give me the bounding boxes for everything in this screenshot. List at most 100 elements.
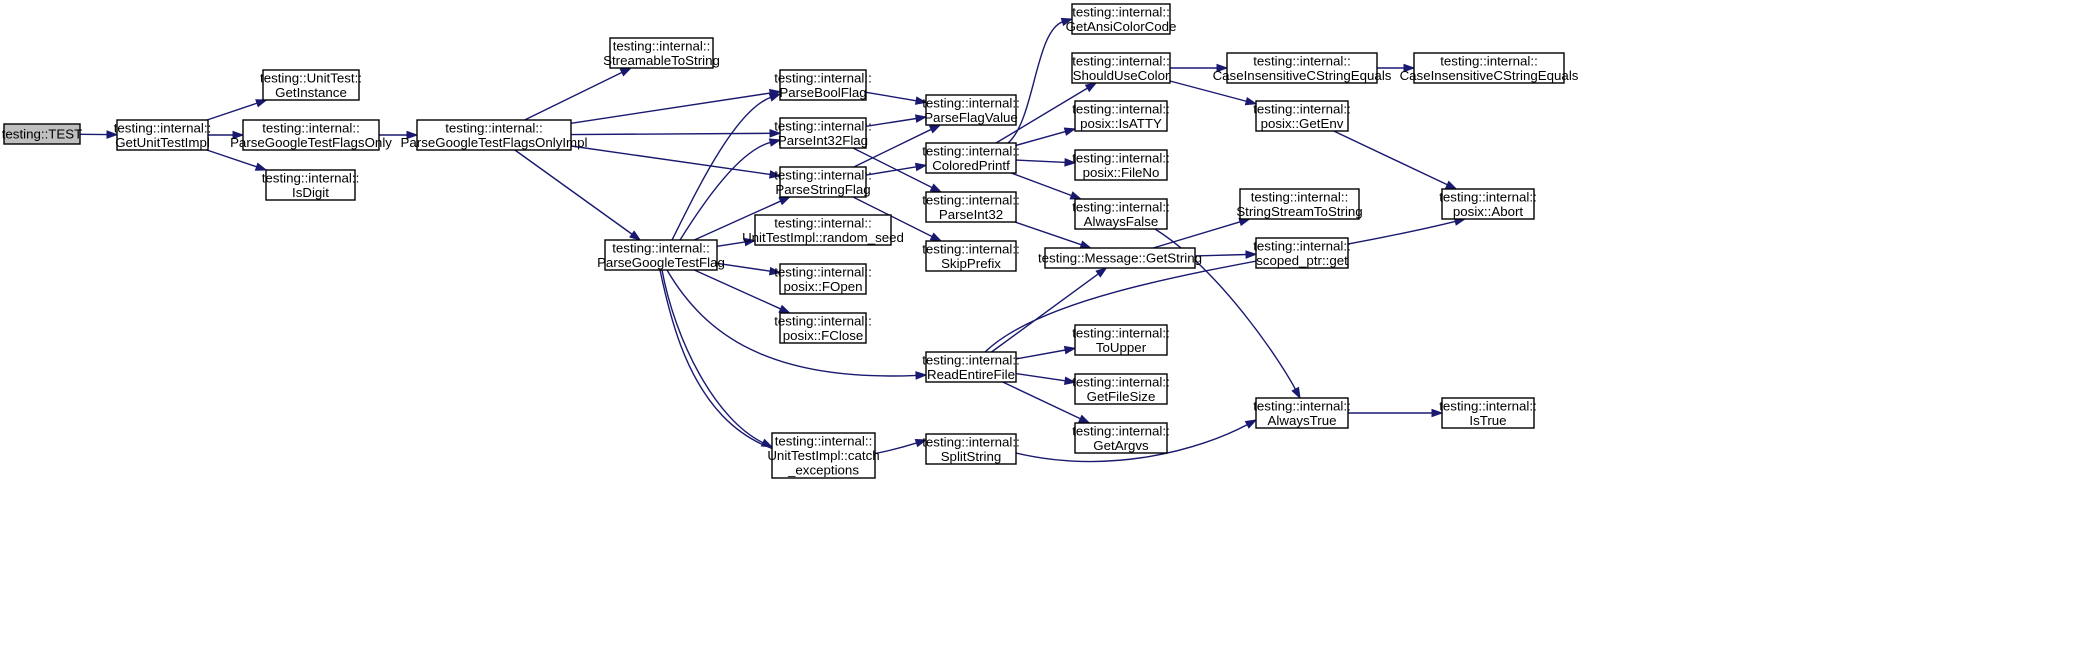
arrowhead: [1084, 82, 1098, 93]
edge-coloredprintf-to-alwaysfalse: [1010, 172, 1083, 200]
node-scopedptr[interactable]: testing::internal::scoped_ptr::get: [1253, 237, 1351, 269]
arrowhead: [1095, 267, 1108, 278]
node-box: [604, 239, 718, 271]
arrowhead: [1079, 240, 1093, 249]
node-label-line: GetAnsiColorCode: [1066, 19, 1177, 34]
node-label-line: ReadEntireFile: [927, 367, 1015, 382]
node-isatty[interactable]: testing::internal::posix::IsATTY: [1072, 100, 1170, 132]
node-label-line: testing::internal::: [922, 241, 1020, 256]
arrowhead: [254, 162, 268, 171]
arrowhead: [1216, 63, 1229, 73]
node-catchexc[interactable]: testing::internal::UnitTestImpl::catch_e…: [767, 432, 880, 479]
node-label-line: testing::internal::: [922, 192, 1020, 207]
node-box: [779, 117, 867, 149]
edge-pgtfoi-to-parsestring: [570, 145, 782, 179]
node-label-line: testing::internal::: [774, 215, 872, 230]
node-label-line: testing::internal::: [445, 120, 543, 135]
node-parseflagvalue[interactable]: testing::internal::ParseFlagValue: [922, 94, 1020, 126]
edge-line: [1002, 381, 1082, 420]
node-randomseed[interactable]: testing::internal::UnitTestImpl::random_…: [742, 214, 904, 246]
node-box: [1226, 52, 1378, 84]
edge-line: [1015, 423, 1249, 463]
node-label-line: testing::internal::: [1072, 374, 1170, 389]
node-label-line: GetInstance: [275, 85, 347, 100]
node-getinstance[interactable]: testing::UnitTest::GetInstance: [260, 69, 362, 101]
node-parseint32flag[interactable]: testing::internal::ParseInt32Flag: [774, 117, 872, 149]
arrowhead: [619, 67, 633, 77]
edge-line: [1154, 228, 1297, 391]
node-cicse1[interactable]: testing::internal::CaseInsensitiveCStrin…: [1213, 52, 1392, 84]
node-label-line: IsDigit: [292, 185, 329, 200]
node-label-line: ParseFlagValue: [924, 110, 1018, 125]
node-parsebool[interactable]: testing::internal::ParseBoolFlag: [774, 69, 872, 101]
node-label-line: testing::internal::: [1072, 101, 1170, 116]
edge-line: [1010, 172, 1073, 197]
node-label-line: StreamableToString: [603, 53, 720, 68]
node-msggetstring[interactable]: testing::Message::GetString: [1038, 247, 1202, 269]
node-parseint32[interactable]: testing::internal::ParseInt32: [922, 191, 1020, 223]
node-sstostring[interactable]: testing::internal::StringStreamToString: [1236, 188, 1363, 220]
node-istrue[interactable]: testing::internal::IsTrue: [1439, 397, 1537, 429]
node-fileno[interactable]: testing::internal::posix::FileNo: [1072, 149, 1170, 181]
node-coloredprintf[interactable]: testing::internal::ColoredPrintf: [922, 142, 1020, 174]
node-alwaysfalse[interactable]: testing::internal::AlwaysFalse: [1072, 198, 1170, 230]
arrowhead: [928, 124, 942, 134]
node-getfilesize[interactable]: testing::internal::GetFileSize: [1072, 373, 1170, 405]
node-pgtf[interactable]: testing::internal::ParseGoogleTestFlag: [597, 239, 725, 271]
edge-line: [1015, 130, 1067, 147]
node-shouldusecolor[interactable]: testing::internal::ShouldUseColor: [1071, 52, 1171, 84]
node-streamable[interactable]: testing::internal::StreamableToString: [603, 37, 720, 69]
node-readentirefile[interactable]: testing::internal::ReadEntireFile: [922, 351, 1020, 383]
edge-line: [570, 92, 772, 124]
node-box: [1074, 100, 1168, 132]
node-label-line: ShouldUseColor: [1073, 68, 1170, 83]
arrowhead: [914, 162, 928, 172]
edge-readentirefile-to-abort: [984, 217, 1467, 353]
node-label-line: posix::Abort: [1453, 204, 1524, 219]
node-getansi[interactable]: testing::internal::GetAnsiColorCode: [1066, 3, 1177, 35]
edge-parsebool-to-parseflagvalue: [865, 91, 928, 105]
node-box: [1413, 52, 1565, 84]
node-fclose[interactable]: testing::internal::posix::FClose: [774, 312, 872, 344]
arrowhead: [406, 130, 419, 140]
edge-line: [1014, 221, 1083, 246]
node-toupper[interactable]: testing::internal::ToUpper: [1072, 324, 1170, 356]
node-label-line: ParseGoogleTestFlagsOnly: [230, 135, 392, 150]
node-skipprefix[interactable]: testing::internal::SkipPrefix: [922, 240, 1020, 272]
arrowhead: [106, 130, 119, 139]
node-label-line: testing::internal::: [1253, 53, 1351, 68]
node-box: [779, 263, 867, 295]
edge-getunittestimpl-to-pgtfo: [208, 130, 245, 140]
edge-line: [694, 269, 782, 310]
edge-line: [984, 220, 1457, 353]
node-splitstring[interactable]: testing::internal::SplitString: [922, 433, 1020, 465]
node-pgtfo[interactable]: testing::internal::ParseGoogleTestFlagsO…: [230, 119, 392, 151]
edge-line: [852, 147, 934, 189]
node-box: [1044, 247, 1196, 269]
node-cicse2[interactable]: testing::internal::CaseInsensitiveCStrin…: [1400, 52, 1579, 84]
arrowhead: [768, 93, 782, 102]
node-getenv[interactable]: testing::internal::posix::GetEnv: [1253, 100, 1351, 132]
node-pgtfoi[interactable]: testing::internal::ParseGoogleTestFlagsO…: [401, 119, 588, 151]
node-fopen[interactable]: testing::internal::posix::FOpen: [774, 263, 872, 295]
node-parsestring[interactable]: testing::internal::ParseStringFlag: [774, 166, 872, 198]
node-box: [925, 351, 1017, 383]
node-label-line: posix::IsATTY: [1080, 116, 1162, 131]
node-abort[interactable]: testing::internal::posix::Abort: [1439, 188, 1537, 220]
node-label-line: testing::Message::GetString: [1038, 251, 1202, 266]
node-isdigit[interactable]: testing::internal::IsDigit: [262, 169, 360, 201]
node-label-line: scoped_ptr::get: [1256, 253, 1348, 268]
edge-line: [1007, 20, 1064, 144]
edge-line: [991, 272, 1100, 353]
arrowhead: [768, 170, 782, 179]
edge-alwaysfalse-to-alwaystrue: [1154, 228, 1301, 400]
arrowhead: [1077, 414, 1091, 424]
node-getunittestimpl[interactable]: testing::internal::GetUnitTestImpl: [114, 119, 212, 151]
node-test[interactable]: testing::TEST: [2, 123, 83, 145]
node-label-line: SkipPrefix: [941, 256, 1001, 271]
edge-line: [1169, 80, 1248, 103]
node-getargvs[interactable]: testing::internal::GetArgvs: [1072, 422, 1170, 454]
node-label-line: testing::UnitTest::: [260, 70, 362, 85]
node-alwaystrue[interactable]: testing::internal::AlwaysTrue: [1253, 397, 1351, 429]
node-label-line: testing::internal::: [774, 70, 872, 85]
